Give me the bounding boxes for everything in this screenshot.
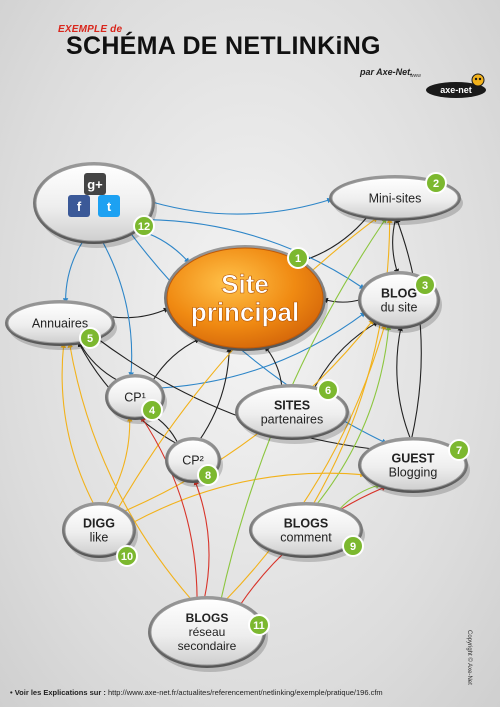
svg-text:10: 10 [121,551,133,563]
node-cp2-label: CP² [182,453,204,467]
badge-7: 7 [448,439,470,461]
badge-9: 9 [342,535,364,557]
svg-text:11: 11 [253,620,265,632]
svg-text:t: t [107,199,112,214]
node-guest-label: Blogging [389,465,438,479]
badge-11: 11 [248,614,270,636]
link-guest-to-mini [395,217,422,441]
node-site-label: principal [191,297,299,327]
link-social-to-cp1 [101,240,134,378]
link-social-to-blog [146,219,365,290]
link-sites-to-blog [313,321,379,390]
pre-title: EXEMPLE de [58,24,123,35]
link-guest-to-blog [396,325,412,441]
svg-text:g+: g+ [87,177,103,192]
axe-net-logo: axe-net [426,73,486,98]
link-social-to-annuaires [62,240,84,304]
link-blog-to-site [322,297,362,304]
logo-text: axe-net [440,85,472,95]
svg-text:3: 3 [422,280,428,292]
link-cp2-to-site [198,346,232,441]
link-social-to-mini [151,197,333,215]
node-guest-label: GUEST [391,451,434,465]
svg-text:1: 1 [295,253,301,265]
link-annuaires-to-site [109,307,170,319]
logo-www: www [410,73,421,79]
svg-text:2: 2 [433,178,439,190]
copyright: Copyright © Axe-Net [466,630,472,685]
badge-12: 12 [133,215,155,237]
node-mini: Mini-sites 2 [329,172,463,225]
node-sites-label: SITES [274,398,310,412]
badge-4: 4 [141,399,163,421]
badge-2: 2 [425,172,447,194]
link-blogs_reseau-to-cp1 [140,416,198,600]
svg-text:9: 9 [350,541,356,553]
link-digg-to-annuaires [60,342,95,506]
node-blog-label: BLOG [381,286,417,300]
link-mini-to-blog [392,217,399,275]
node-annuaires-label: Annuaires [32,316,88,330]
link-blogs_reseau-to-cp2 [193,479,210,600]
node-site-label: Site [221,269,269,299]
link-digg-to-cp1 [105,416,133,506]
twitter-icon: t [98,195,120,217]
facebook-icon: f [68,195,90,217]
node-blog-label: du site [381,300,418,314]
node-digg-label: like [90,530,109,544]
badge-3: 3 [414,274,436,296]
node-blogs-comment-label: BLOGS [284,516,328,530]
byline: par Axe-Net. [360,67,413,77]
badge-10: 10 [116,545,138,567]
svg-text:4: 4 [149,405,156,417]
node-cp1-label: CP¹ [124,390,146,404]
badge-6: 6 [317,379,339,401]
node-blogs-reseau-label: réseau [189,625,226,639]
svg-text:8: 8 [205,470,211,482]
link-cp1-to-site [151,338,201,382]
svg-text:12: 12 [138,221,150,233]
badge-8: 8 [197,464,219,486]
link-cp1-to-blog [159,311,366,389]
footer-label: • Voir les Explications sur : [10,688,106,697]
google-plus-icon: g+ [84,173,106,195]
node-mini-label: Mini-sites [369,191,422,205]
node-blogs-reseau-label: secondaire [178,639,237,653]
link-blogs_comment-to-mini [312,217,393,506]
node-digg-label: DIGG [83,516,115,530]
link-mini-to-site [298,215,369,264]
link-social-to-guest [129,232,388,444]
svg-text:f: f [77,199,82,214]
diagram-title: SCHÉMA DE NETLINKiNG [66,32,381,60]
node-annuaires: Annuaires 5 [5,300,117,350]
svg-text:5: 5 [87,333,93,345]
node-blogs-comment-label: comment [280,530,332,544]
link-sites-to-site [264,345,283,388]
link-guest-to-annuaires [95,337,374,450]
badge-5: 5 [79,327,101,349]
link-blogs_comment-to-blog [315,324,392,506]
link-digg-to-guest [131,471,366,524]
node-social: g+ f t 12 [33,162,157,248]
link-blogs_reseau-to-blog [224,323,387,602]
footer: • Voir les Explications sur : http://www… [10,688,383,697]
svg-text:7: 7 [456,445,462,457]
node-sites-label: partenaires [261,412,324,426]
badge-1: 1 [287,247,309,269]
footer-url[interactable]: http://www.axe-net.fr/actualites/referen… [107,688,383,697]
node-blogs-reseau-label: BLOGS [186,611,229,625]
link-blogs_reseau-to-annuaires [67,342,193,601]
svg-text:6: 6 [325,385,331,397]
